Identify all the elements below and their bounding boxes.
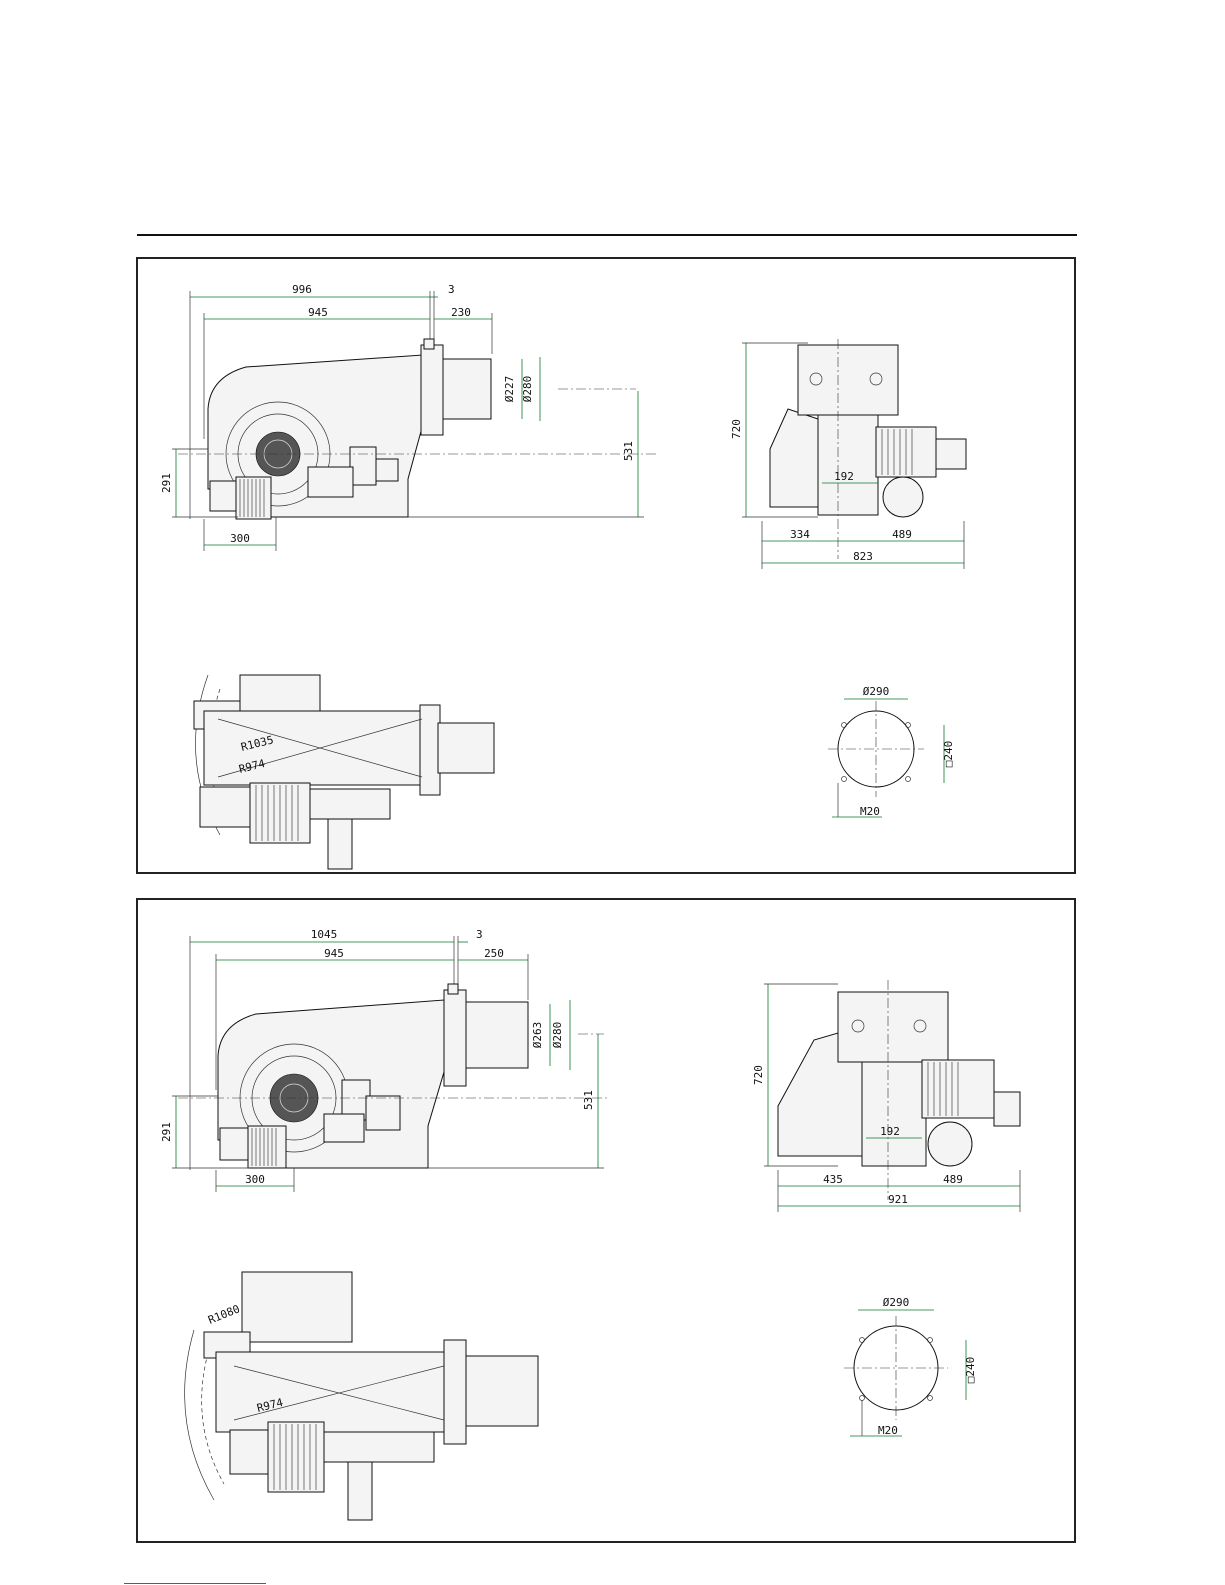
dim-thread: M20 <box>860 805 880 818</box>
drawing-panel-1-svg: 996 3 945 230 Ø227 Ø28 <box>138 259 1074 872</box>
front-view-2: 720 192 435 489 921 <box>752 980 1020 1212</box>
dim-square: □240 <box>964 1357 977 1384</box>
dim-square: □240 <box>942 741 955 768</box>
dim-inner-diameter: Ø263 <box>531 1022 544 1049</box>
dim-outer-diameter: Ø280 <box>521 376 534 403</box>
dim-outer-diameter: Ø280 <box>551 1022 564 1049</box>
dim-axis-height: 531 <box>582 1090 595 1110</box>
front-view-1: 720 192 334 489 823 <box>730 339 966 569</box>
dim-overall-length: 1045 <box>311 928 338 941</box>
radius-outer: R1080 <box>206 1302 242 1326</box>
flange-view-2: Ø290 □240 M20 <box>844 1296 977 1437</box>
dim-front-height: 720 <box>752 1065 765 1085</box>
dim-motor-width: 300 <box>245 1173 265 1186</box>
dim-gap: 3 <box>476 928 483 941</box>
dim-bolt-circle: Ø290 <box>883 1296 910 1309</box>
dim-front-offset: 192 <box>834 470 854 483</box>
dim-overall-length: 996 <box>292 283 312 296</box>
dim-thread: M20 <box>878 1424 898 1437</box>
dim-front-left: 435 <box>823 1173 843 1186</box>
dim-motor-width: 300 <box>230 532 250 545</box>
footer-link-underline <box>124 1583 266 1584</box>
dim-front-left: 334 <box>790 528 810 541</box>
dim-front-total: 823 <box>853 550 873 563</box>
dim-motor-height: 291 <box>160 1122 173 1142</box>
header-rule <box>137 234 1077 236</box>
flange-view-1: Ø290 □240 M20 <box>828 685 955 818</box>
dim-head-length: 250 <box>484 947 504 960</box>
dim-head-length: 230 <box>451 306 471 319</box>
dim-front-right: 489 <box>892 528 912 541</box>
drawing-panel-2-svg: 1045 3 945 250 Ø263 Ø280 531 <box>138 900 1074 1541</box>
dim-bolt-circle: Ø290 <box>863 685 890 698</box>
top-view-2: R1080 R974 <box>185 1272 538 1520</box>
side-view-1: 996 3 945 230 Ø227 Ø28 <box>160 283 658 551</box>
dim-gap: 3 <box>448 283 455 296</box>
dim-front-offset: 192 <box>880 1125 900 1138</box>
dim-axis-height: 531 <box>622 441 635 461</box>
drawing-panel-2: 1045 3 945 250 Ø263 Ø280 531 <box>136 898 1076 1543</box>
dim-motor-height: 291 <box>160 473 173 493</box>
drawing-panel-1: 996 3 945 230 Ø227 Ø28 <box>136 257 1076 874</box>
dim-body-length: 945 <box>308 306 328 319</box>
dim-front-height: 720 <box>730 419 743 439</box>
dim-inner-diameter: Ø227 <box>503 376 516 403</box>
dim-front-right: 489 <box>943 1173 963 1186</box>
dim-body-length: 945 <box>324 947 344 960</box>
side-view-2: 1045 3 945 250 Ø263 Ø280 531 <box>160 928 608 1192</box>
dim-front-total: 921 <box>888 1193 908 1206</box>
top-view-1: R1035 R974 <box>194 675 494 869</box>
